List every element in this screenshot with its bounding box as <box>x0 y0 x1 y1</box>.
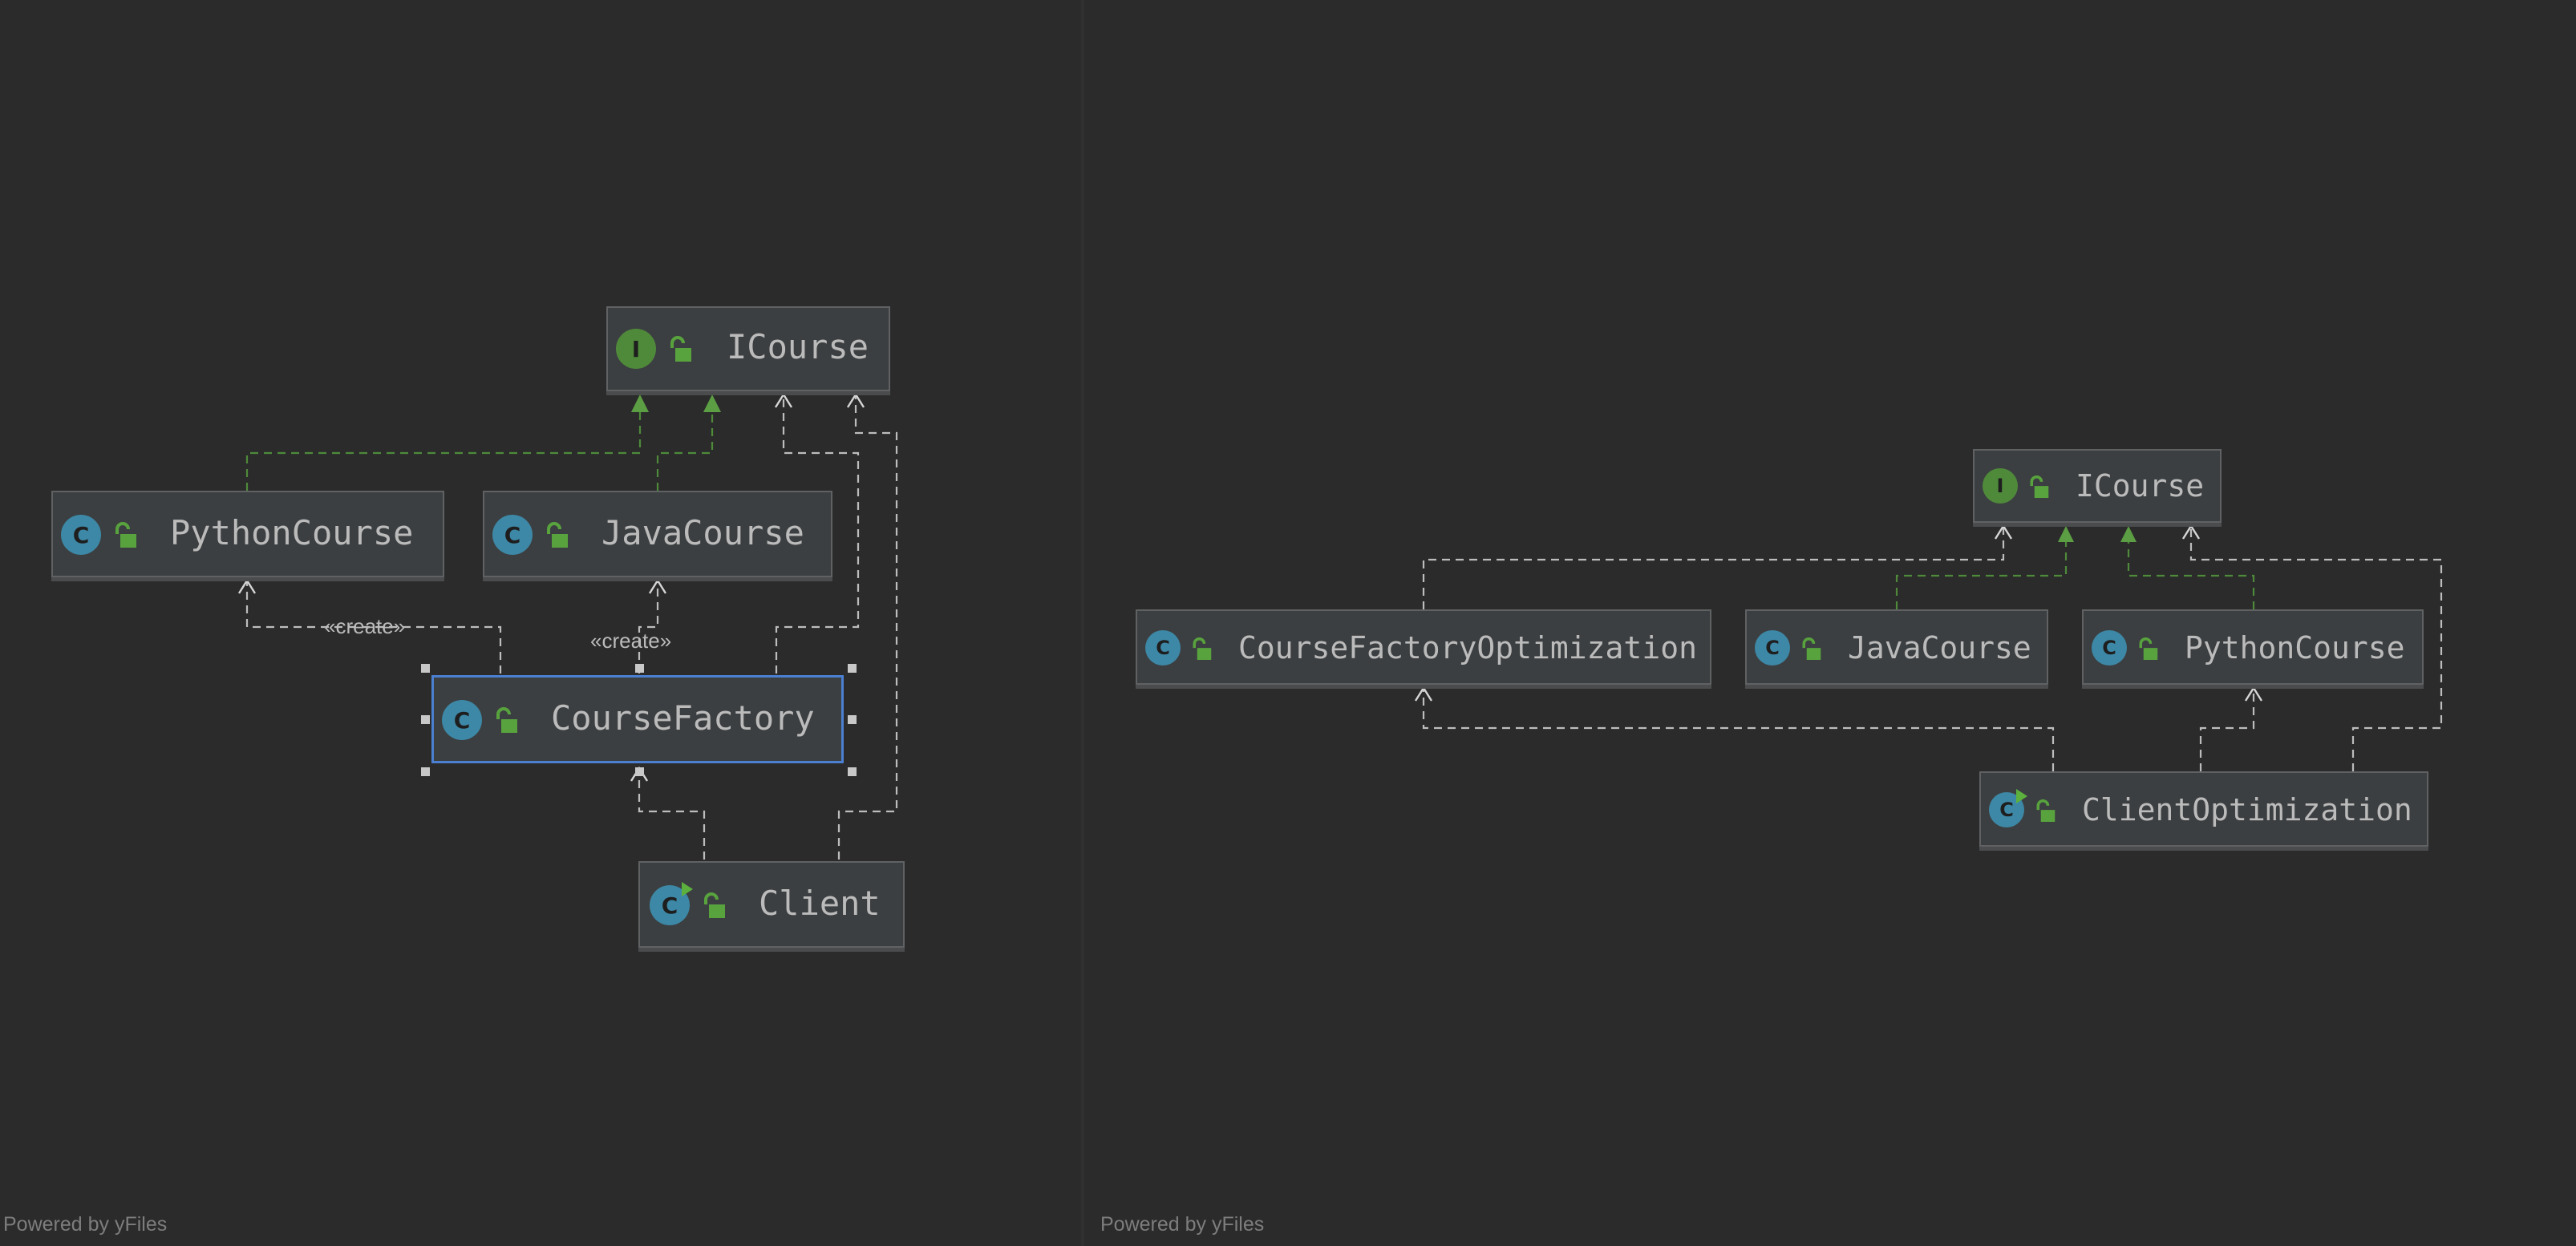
node-label: Client <box>759 884 881 923</box>
java-course-node[interactable]: C JavaCourse <box>483 491 832 577</box>
resize-handle[interactable] <box>848 664 857 673</box>
node-label: PythonCourse <box>2185 630 2405 665</box>
resize-handle[interactable] <box>421 715 430 724</box>
edge-factoryopt-to-icourse[interactable] <box>1422 526 2005 609</box>
edge-python-to-icourse[interactable] <box>2127 539 2255 609</box>
create-label-java: «create» <box>590 629 672 653</box>
powered-by-label: Powered by yFiles <box>3 1213 168 1236</box>
dependency-arrowhead <box>648 578 667 594</box>
class-icon: C <box>442 700 482 740</box>
resize-handle[interactable] <box>848 715 857 724</box>
dependency-arrowhead <box>1414 686 1433 702</box>
resize-handle[interactable] <box>421 767 430 776</box>
lock-icon <box>701 892 727 919</box>
client-optimization-node[interactable]: C ClientOptimization <box>1979 771 2428 847</box>
lock-icon <box>667 335 693 362</box>
lock-icon <box>2027 475 2050 499</box>
python-course-node[interactable]: C PythonCourse <box>2082 609 2424 685</box>
right-edges-layer <box>1414 524 2443 771</box>
left-diagram-panel[interactable]: I ICourse C PythonCourse C JavaCourse C … <box>0 0 1081 1246</box>
resize-handle[interactable] <box>421 664 430 673</box>
icourse-node[interactable]: I ICourse <box>1973 449 2222 523</box>
edge-client-to-factory[interactable] <box>638 768 706 860</box>
realization-arrowhead <box>703 394 721 412</box>
edge-clientopt-to-factoryopt[interactable] <box>1422 688 2055 771</box>
edge-clientopt-to-python[interactable] <box>2199 688 2255 771</box>
realization-arrowhead <box>631 394 649 412</box>
right-diagram-panel[interactable]: I ICourse C CourseFactoryOptimization C … <box>1084 0 2576 1246</box>
left-edges-layer <box>237 392 898 860</box>
lock-icon <box>1800 637 1822 661</box>
create-label-python: «create» <box>324 614 406 638</box>
interface-icon: I <box>1983 468 2018 504</box>
lock-icon <box>112 521 138 548</box>
resize-handle[interactable] <box>635 664 644 673</box>
class-icon: C <box>61 515 101 555</box>
client-node[interactable]: C Client <box>638 861 905 948</box>
node-label: PythonCourse <box>170 513 414 552</box>
node-label: ICourse <box>727 327 869 366</box>
panel-divider[interactable] <box>1081 0 1084 1246</box>
lock-icon <box>2034 799 2056 823</box>
node-label: ICourse <box>2076 468 2205 504</box>
edge-java-to-icourse[interactable] <box>656 409 714 491</box>
node-label: CourseFactoryOptimization <box>1238 630 1697 665</box>
python-course-node[interactable]: C PythonCourse <box>51 491 444 577</box>
edge-factory-to-java[interactable] <box>638 581 659 674</box>
badge-letter: C <box>661 892 678 919</box>
powered-by-label: Powered by yFiles <box>1100 1213 1265 1236</box>
course-factory-optimization-node[interactable]: C CourseFactoryOptimization <box>1136 609 1711 685</box>
dependency-arrowhead <box>2244 686 2263 702</box>
lock-icon <box>544 521 569 548</box>
node-label: CourseFactory <box>551 698 815 738</box>
resize-handle[interactable] <box>635 767 644 776</box>
run-marker-icon <box>682 882 693 896</box>
class-icon: C <box>492 515 533 555</box>
dependency-arrowhead <box>2181 524 2201 540</box>
class-icon: C <box>1145 630 1181 665</box>
node-label: ClientOptimization <box>2082 792 2412 827</box>
course-factory-node[interactable]: C CourseFactory <box>431 675 844 763</box>
edge-factory-to-icourse[interactable] <box>775 394 860 674</box>
realization-arrowhead <box>2058 526 2074 542</box>
node-label: JavaCourse <box>601 513 804 552</box>
lock-icon <box>1190 637 1213 661</box>
dependency-arrowhead <box>846 392 865 408</box>
lock-icon <box>493 706 519 734</box>
class-icon: C <box>1755 630 1790 665</box>
edge-java-to-icourse[interactable] <box>1895 539 2068 609</box>
realization-arrowhead <box>2120 526 2137 542</box>
badge-letter: C <box>1999 799 2014 821</box>
run-marker-icon <box>2016 789 2027 803</box>
dependency-arrowhead <box>1994 524 2013 540</box>
interface-icon: I <box>616 329 656 369</box>
lock-icon <box>2137 637 2159 661</box>
edge-python-to-icourse[interactable] <box>245 409 642 491</box>
java-course-node[interactable]: C JavaCourse <box>1745 609 2048 685</box>
runnable-class-icon: C <box>650 882 693 925</box>
runnable-class-icon: C <box>1989 789 2027 827</box>
edge-client-to-icourse[interactable] <box>837 394 898 860</box>
node-label: JavaCourse <box>1848 630 2031 665</box>
dependency-arrowhead <box>774 392 793 408</box>
icourse-node[interactable]: I ICourse <box>606 306 890 391</box>
resize-handle[interactable] <box>848 767 857 776</box>
class-icon: C <box>2092 630 2127 665</box>
dependency-arrowhead <box>237 578 257 594</box>
